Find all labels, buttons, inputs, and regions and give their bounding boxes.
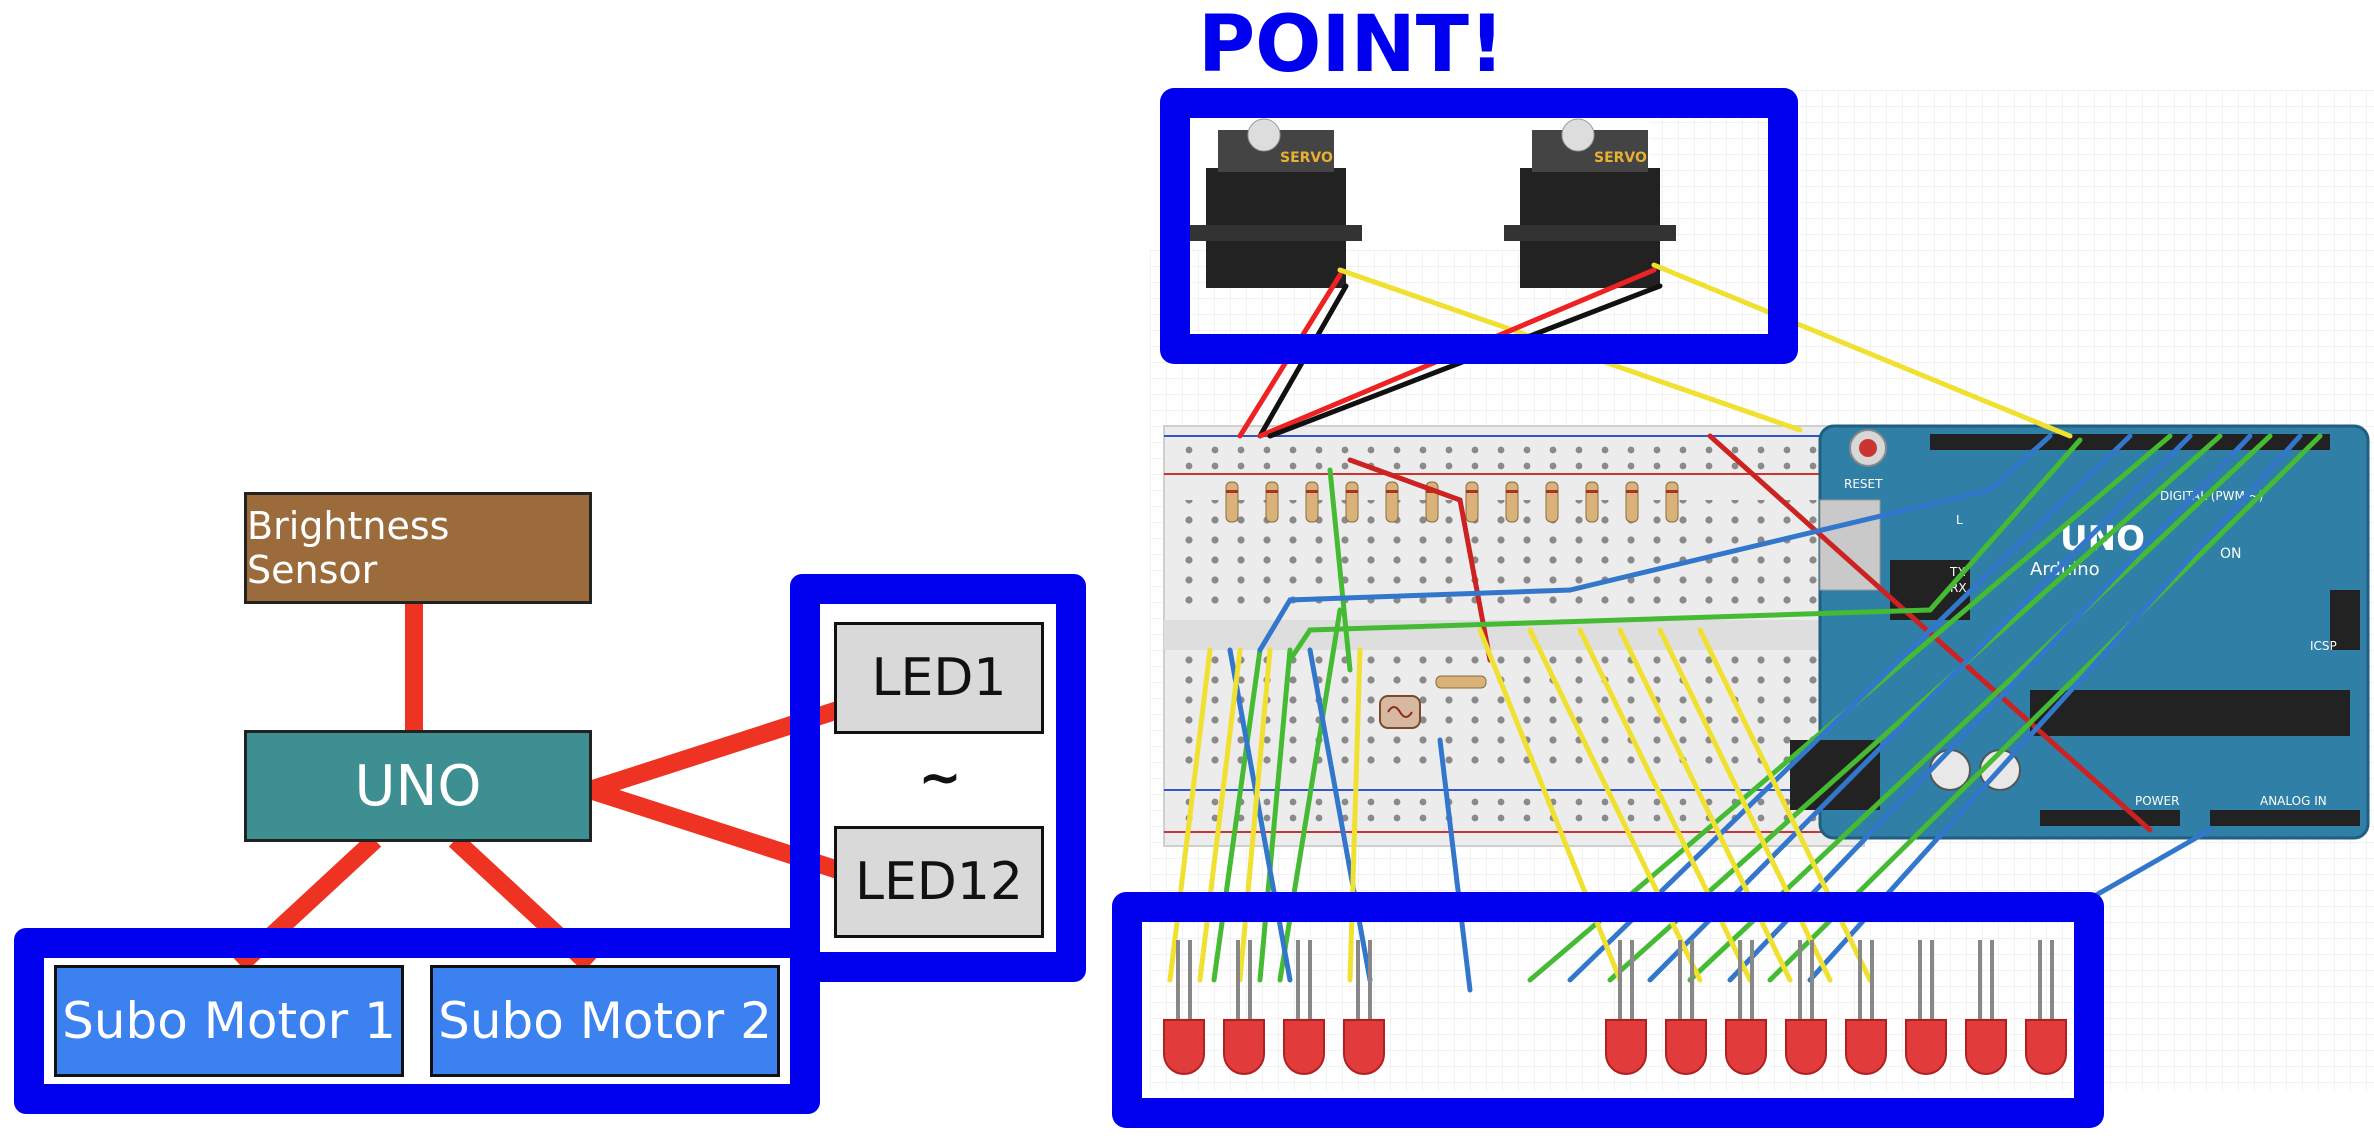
uno-block: UNO [244,730,592,842]
led1-block: LED1 [834,622,1044,734]
l-label: L [1956,513,1963,527]
servo-highlight [1160,88,1798,364]
motor1-block: Subo Motor 1 [54,965,404,1077]
on-label: ON [2220,546,2242,562]
motor2-block: Subo Motor 2 [430,965,780,1077]
reset-label: RESET [1844,477,1883,491]
brightness-sensor-block: Brightness Sensor [244,492,592,604]
led12-block: LED12 [834,826,1044,938]
power-label: POWER [2135,794,2179,808]
led-range-tilde: ~ [900,748,980,808]
led-highlight [1112,892,2104,1128]
point-title: POINT! [1198,6,1505,84]
analog-label: ANALOG IN [2260,794,2327,808]
icsp-label: ICSP [2310,639,2337,653]
